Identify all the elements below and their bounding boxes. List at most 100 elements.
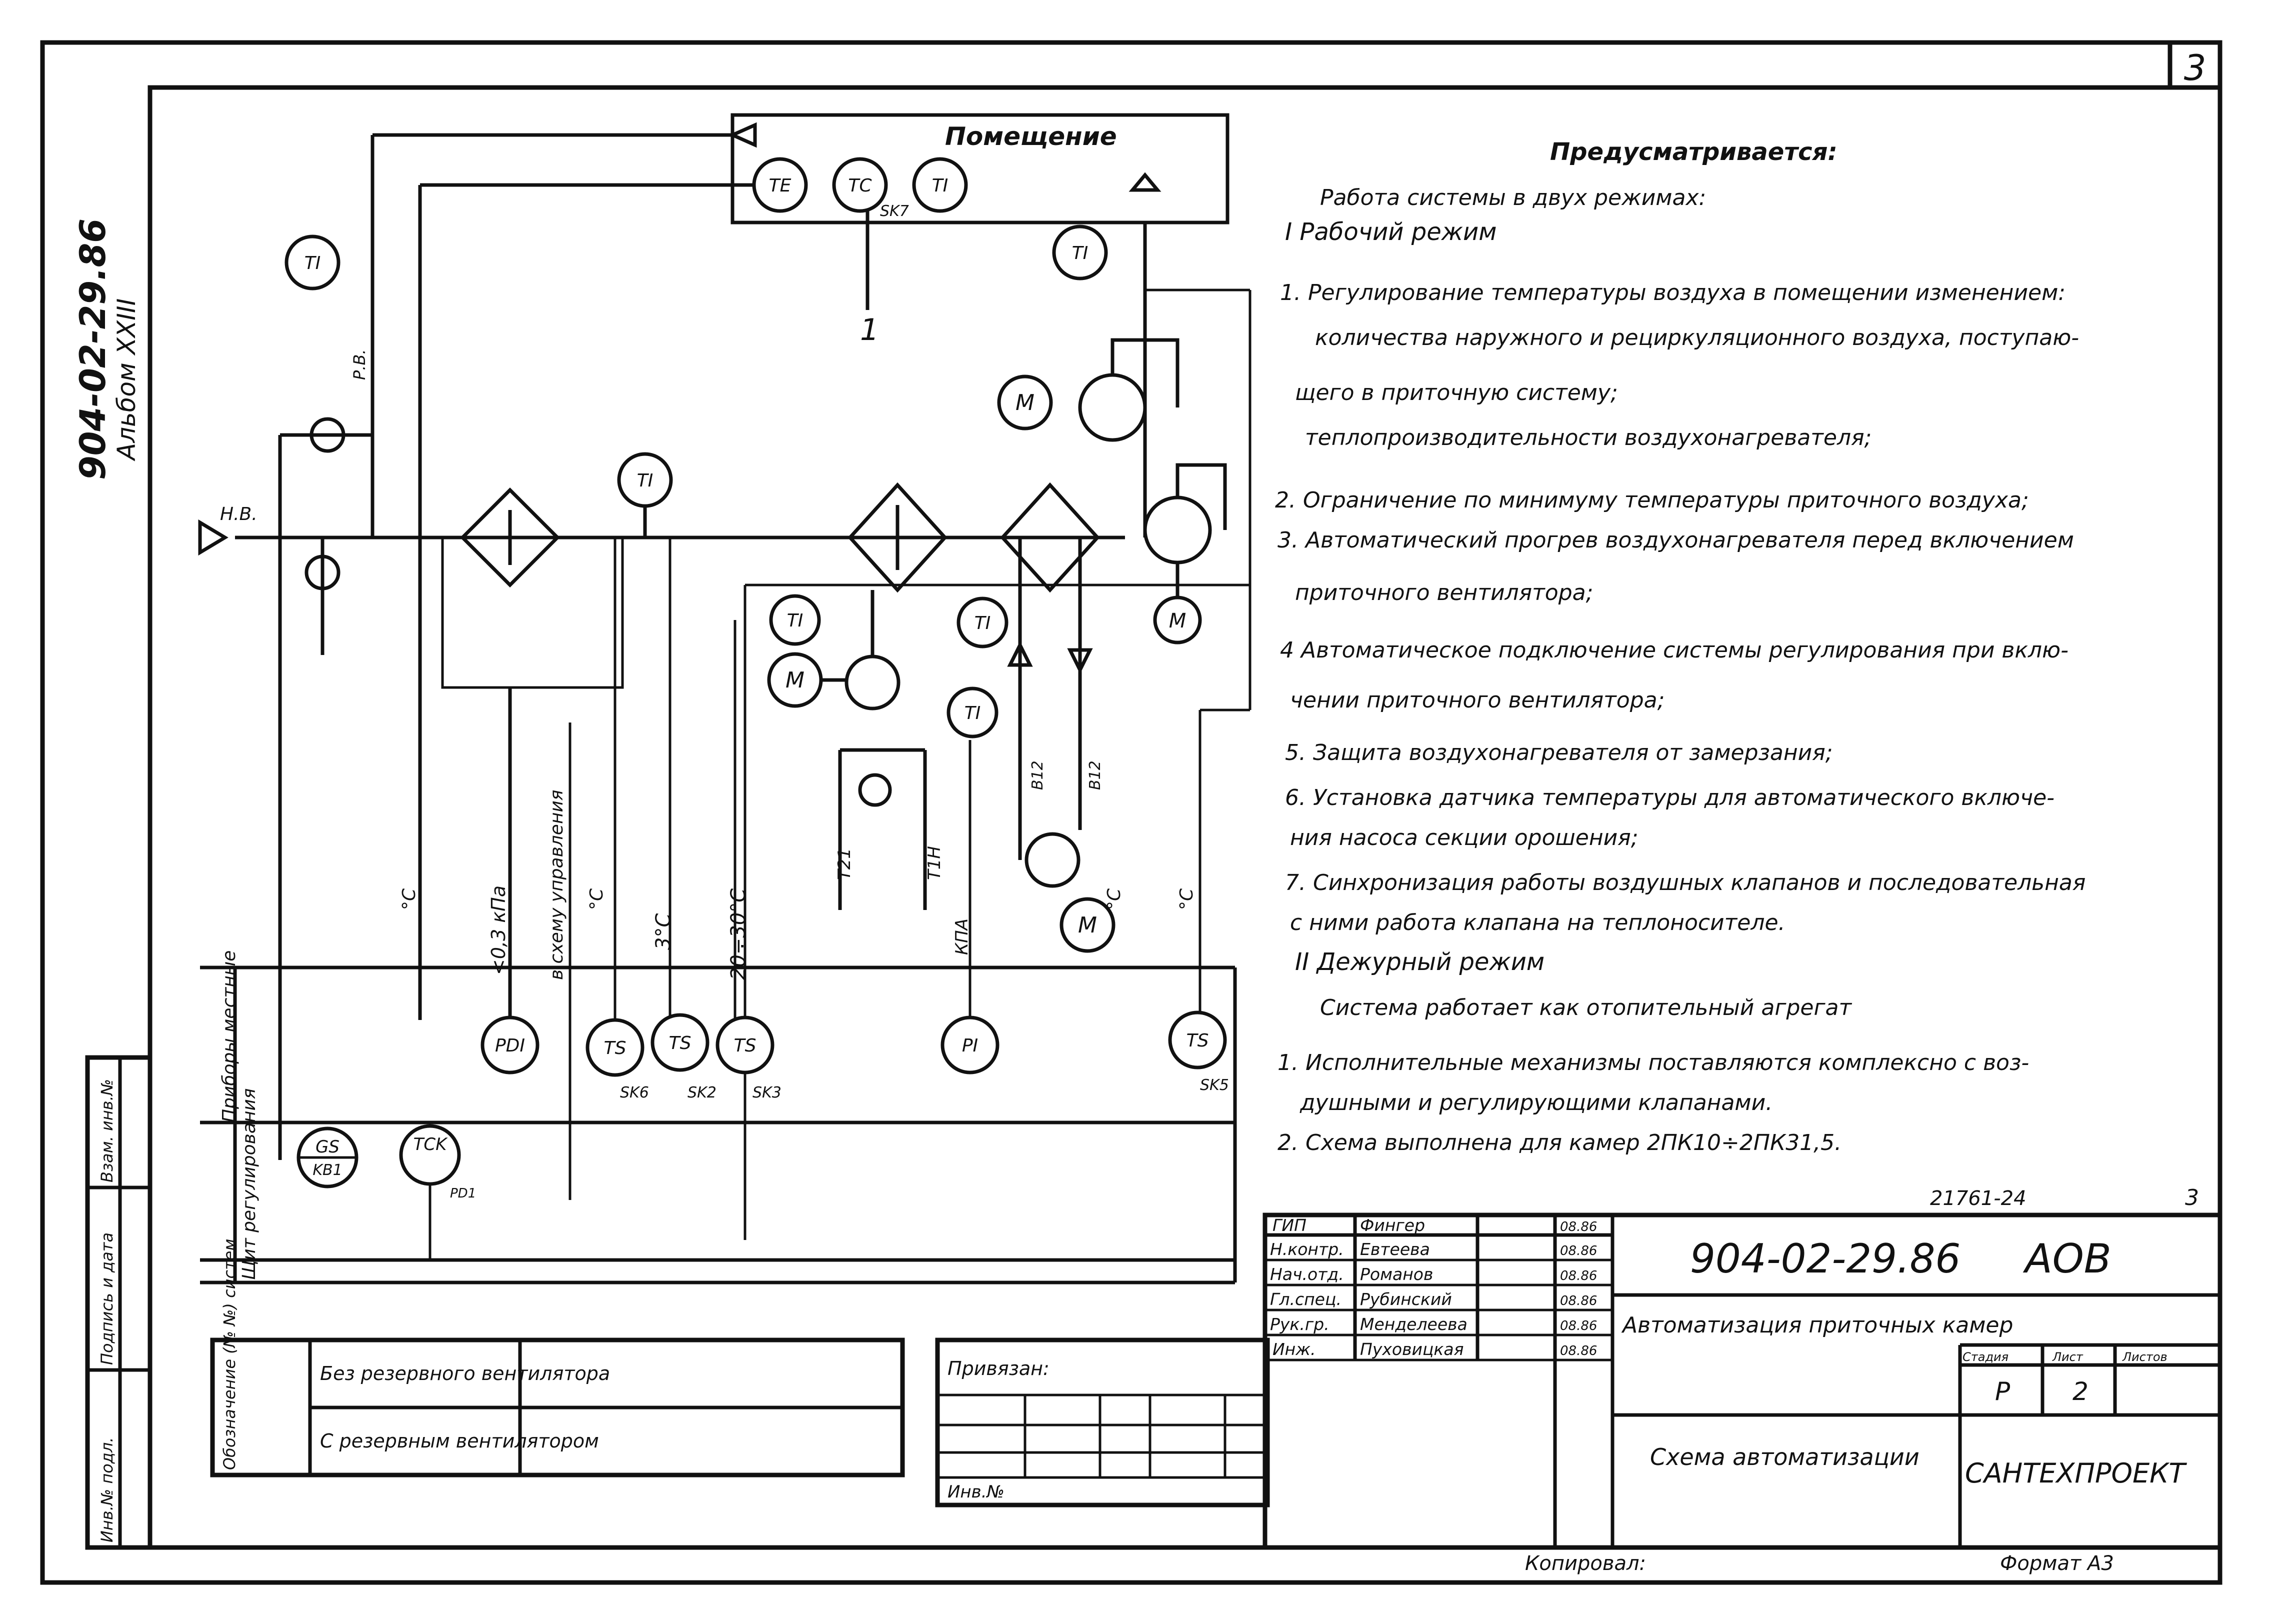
date-3: 08.86: [1560, 1268, 1597, 1284]
local-pdi-label: PDI: [495, 1036, 525, 1056]
rot-label-1: °C: [399, 888, 420, 910]
room-ti-label: TI: [932, 176, 948, 196]
date-6: 08.86: [1560, 1344, 1597, 1358]
motor-fan-top: [997, 374, 1053, 430]
rot-label-4: °C: [586, 888, 607, 910]
row-panel-label: Щит регулирования: [239, 1088, 260, 1280]
strip-replace: Взам. инв.№: [98, 1079, 116, 1182]
role-3: Нач.отд.: [1270, 1264, 1344, 1284]
room-tc-label: TC: [848, 176, 872, 196]
note-line-2: количества наружного и рециркуляционного…: [1315, 325, 2079, 350]
note-line-4: теплопроизводительности воздухонагревате…: [1305, 425, 1872, 450]
note-line-8: 4 Автоматическое подключение системы рег…: [1280, 638, 2068, 663]
sheet-value: 2: [2072, 1377, 2088, 1406]
side-code: 904-02-29.86: [72, 218, 114, 480]
cooler-diamond: [1000, 482, 1100, 593]
rot-label-9: °C: [1176, 888, 1197, 910]
ti-coil-1-label: TI: [787, 610, 804, 631]
role-5: Рук.гр.: [1270, 1314, 1330, 1334]
role-6: Инж.: [1272, 1340, 1316, 1359]
sheet-header: Лист: [2052, 1350, 2084, 1364]
heater-diamond: [848, 482, 948, 593]
page-number: 3: [2184, 48, 2206, 88]
name-2: Евтеева: [1360, 1240, 1430, 1259]
valve-tag-2: Т1Н: [924, 846, 944, 880]
local-ts-4: [1168, 1010, 1227, 1070]
outdoor-air-label: Н.В.: [220, 504, 258, 524]
room-te-label: TE: [769, 176, 792, 196]
note-line-7: приточного вентилятора;: [1295, 580, 1593, 606]
fan-bottom-circle: [1143, 496, 1212, 564]
local-ts-1-label: TS: [604, 1038, 626, 1058]
motor-pump-label: M: [786, 668, 804, 693]
room-label: Помещение: [945, 122, 1117, 151]
valve-tag-4: В12: [1086, 760, 1104, 790]
rot-label-6: 20÷30°C: [727, 888, 750, 980]
local-tag-3: SK3: [752, 1084, 782, 1102]
outdoor-air-arrow: [198, 519, 228, 556]
designation-row-2: С резервным вентилятором: [320, 1430, 599, 1452]
ti-mix-label: TI: [637, 470, 654, 491]
motor-fan-bottom-label: M: [1169, 610, 1186, 632]
sheet-ref: 21761-24: [1930, 1187, 2026, 1210]
org-name: САНТЕХПРОЕКТ: [1965, 1458, 2187, 1489]
motor-heat-pump-label: M: [1078, 912, 1097, 938]
motor-heat-pump: [1060, 897, 1116, 953]
note-line-3: щего в приточную систему;: [1295, 380, 1618, 406]
panel-tck-bottom: PD1: [450, 1186, 476, 1201]
notes-intro: Работа системы в двух режимах:: [1320, 185, 1706, 210]
filter-diamond: [460, 488, 560, 588]
format-label: Формат А3: [2000, 1552, 2114, 1575]
binding-inv: Инв.№: [948, 1482, 1004, 1502]
ti-coil-2: [956, 596, 1008, 648]
local-pi: [940, 1016, 1000, 1074]
name-5: Менделеева: [1360, 1314, 1468, 1334]
stage-value: Р: [1995, 1377, 2010, 1406]
ti-outdoor-circle: [284, 234, 340, 290]
local-ts-3-label: TS: [734, 1036, 756, 1056]
page-number-box: [2168, 40, 2222, 90]
ti-coil-3: [946, 686, 998, 738]
note-line-11: 6. Установка датчика температуры для авт…: [1285, 785, 2054, 810]
rot-label-2: <0,3 кПа: [488, 886, 510, 975]
local-tag-1: SK6: [620, 1084, 649, 1102]
role-2: Н.контр.: [1270, 1240, 1344, 1259]
room-box: [730, 113, 1230, 224]
note-line-10: 5. Защита воздухонагревателя от замерзан…: [1285, 740, 1833, 766]
date-5: 08.86: [1560, 1318, 1597, 1334]
rot-label-5: 3°C: [652, 914, 675, 950]
valve-tag-1: Т21: [834, 848, 854, 880]
rot-label-7: КПА: [952, 918, 972, 955]
ti-supply-label: TI: [1072, 243, 1088, 264]
ti-outdoor-label: TI: [304, 253, 321, 274]
recirc-air-label: Р.В.: [350, 349, 369, 380]
room-ti-circle: [912, 157, 968, 213]
local-ts-1: [586, 1018, 644, 1077]
valve-tag-3: В12: [1029, 760, 1046, 790]
sheets-header: Листов: [2122, 1350, 2168, 1364]
local-ts-2: [650, 1013, 710, 1072]
date-2: 08.86: [1560, 1244, 1597, 1258]
copied-label: Копировал:: [1525, 1552, 1646, 1575]
name-3: Романов: [1360, 1264, 1433, 1284]
title-code: 904-02-29.86: [1690, 1236, 1960, 1282]
local-ts-3: [716, 1016, 774, 1074]
supply-label: 1: [860, 312, 879, 348]
row-local-label: Приборы местные: [219, 950, 240, 1122]
name-1: Фингер: [1360, 1216, 1425, 1235]
notes-mode1: I Рабочий режим: [1285, 218, 1496, 246]
name-6: Пуховицкая: [1360, 1340, 1464, 1359]
strip-sign: Подпись и дата: [98, 1232, 116, 1365]
name-4: Рубинский: [1360, 1290, 1452, 1309]
designation-header: Обозначение (№ №) систем: [220, 1238, 239, 1470]
note-line-9: чении приточного вентилятора;: [1290, 688, 1664, 713]
note-line-6: 3. Автоматический прогрев воздухонагрева…: [1278, 528, 2074, 553]
strip-inv: Инв.№ подл.: [98, 1437, 116, 1542]
ti-coil-3-label: TI: [964, 703, 981, 724]
note-line-1: 1. Регулирование температуры воздуха в п…: [1280, 280, 2066, 306]
footer-line-3: 2. Схема выполнена для камер 2ПК10÷2ПК31…: [1278, 1130, 1842, 1156]
note-line-14: с ними работа клапана на теплоносителе.: [1290, 910, 1786, 936]
date-4: 08.86: [1560, 1294, 1597, 1308]
note-line-5: 2. Ограничение по минимуму температуры п…: [1275, 488, 2029, 513]
